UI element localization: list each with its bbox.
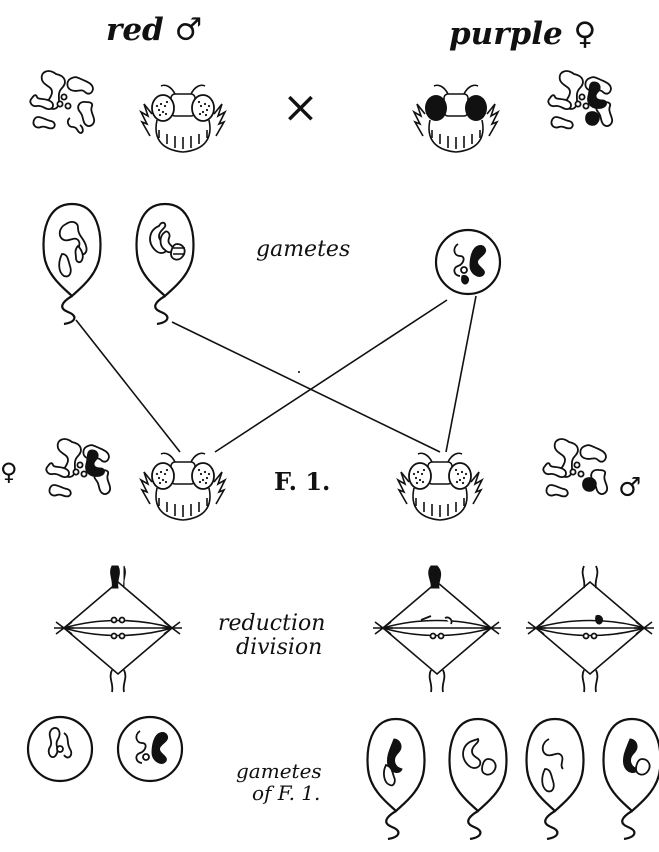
purple-female-chromosome-set [547,70,614,130]
f1-sperm-gamete-3 [525,717,585,841]
gametes-of-f1-line2: of F. 1. [252,781,320,805]
female-symbol-f1: ♀ [0,458,18,486]
red-eyed-fly-head [140,84,226,153]
spindle-1 [53,565,183,693]
reduction-label: reduction [218,611,325,636]
f1-sperm-gamete-4 [602,717,659,841]
purple-female-label: purple ♀ [449,16,596,52]
cross-symbol: × [282,82,319,133]
male-symbol-f1: ♂ [618,473,641,503]
gametes-label: gametes [256,237,350,262]
f1-male-fly [397,452,483,521]
red-male-chromosome-set [29,70,96,134]
purple-eyed-fly-head [413,84,499,153]
f1-label: F. 1. [274,467,330,496]
sperm-gamete-1 [42,202,102,326]
f1-sperm-gamete-1 [366,717,426,841]
f1-sperm-gamete-2 [448,717,508,841]
gametes-of-f1-line1: gametes [236,759,322,783]
egg-gamete [434,228,502,296]
f1-egg-gamete-2 [116,715,184,783]
spindle-3 [525,565,655,693]
red-male-label: red ♂ [106,12,202,48]
f1-male-chromosome-set [542,438,609,498]
f1-female-chromosome-set [45,438,112,498]
cross-lines [75,295,477,453]
spindle-2 [372,565,502,693]
f1-egg-gamete-1 [26,715,94,783]
division-label: division [236,635,322,660]
f1-female-fly [140,452,226,521]
sperm-gamete-2 [135,202,195,326]
